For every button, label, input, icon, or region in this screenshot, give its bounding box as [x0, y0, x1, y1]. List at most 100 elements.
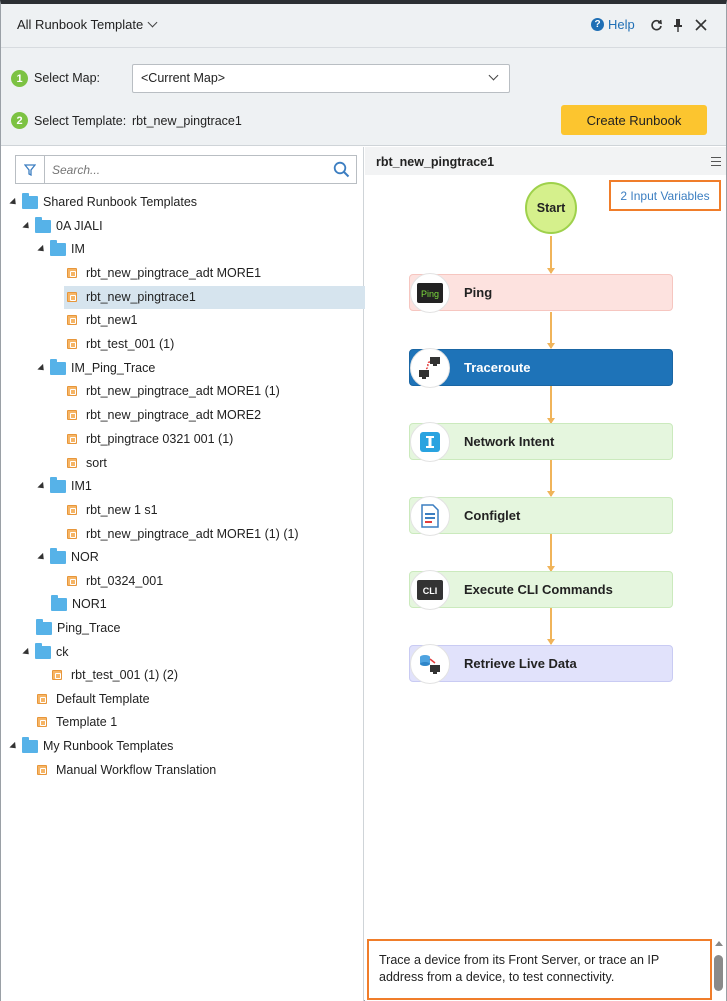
tree-template-item-selected[interactable]: rbt_new_pingtrace1 [64, 286, 380, 309]
scroll-up-icon[interactable] [715, 941, 723, 946]
tree-template-item[interactable]: rbt_new_pingtrace_adt MORE1 (1) (1) [67, 523, 299, 545]
description-scrollbar[interactable] [713, 939, 725, 1001]
tree-folder-ping-trace[interactable]: Ping_Trace [36, 617, 120, 639]
tree-label: Shared Runbook Templates [43, 195, 198, 209]
tree-template-item[interactable]: rbt_new_pingtrace_adt MORE1 [67, 262, 261, 284]
selection-panel: 1 Select Map: <Current Map> 2 Select Tem… [1, 48, 726, 146]
tree-template-item[interactable]: Manual Workflow Translation [37, 759, 216, 781]
select-template-label: Select Template: [34, 114, 127, 128]
flow-connector [547, 460, 555, 497]
tree-label: rbt_0324_001 [86, 574, 164, 588]
tree-label: 0A JIALI [56, 219, 103, 233]
tree-label: rbt_new_pingtrace_adt MORE1 (1) [86, 384, 280, 398]
template-icon [67, 339, 77, 349]
tree-template-item[interactable]: rbt_new_pingtrace_adt MORE2 [67, 404, 261, 426]
start-node[interactable]: Start [525, 182, 577, 234]
flow-node-ping[interactable]: Ping Ping [409, 273, 673, 313]
tree-template-item[interactable]: rbt_pingtrace 0321 001 (1) [67, 428, 233, 450]
template-scope-label: All Runbook Template [17, 17, 144, 32]
flow-node-retrieve-live-data[interactable]: Retrieve Live Data [409, 644, 673, 684]
collapse-triangle-icon[interactable] [9, 741, 19, 751]
template-icon [67, 386, 77, 396]
flow-node-network-intent[interactable]: Network Intent [409, 422, 673, 462]
svg-text:CLI: CLI [423, 586, 438, 596]
tree-template-item[interactable]: Default Template [37, 688, 150, 710]
collapse-triangle-icon[interactable] [9, 197, 19, 207]
flow-node-execute-cli[interactable]: CLI Execute CLI Commands [409, 570, 673, 610]
help-label: Help [608, 17, 635, 32]
tree-template-item[interactable]: rbt_test_001 (1) (2) [52, 664, 178, 686]
pin-icon[interactable] [669, 16, 687, 34]
template-icon [67, 434, 77, 444]
close-icon[interactable] [692, 16, 710, 34]
chevron-down-icon [488, 70, 499, 81]
tree-template-item[interactable]: rbt_test_001 (1) [67, 333, 174, 355]
template-icon [67, 505, 77, 515]
tree-label: Template 1 [56, 715, 118, 729]
tree-template-item[interactable]: rbt_new 1 s1 [67, 499, 158, 521]
tree-folder-shared-runbook-templates[interactable]: Shared Runbook Templates [9, 191, 198, 213]
collapse-triangle-icon[interactable] [37, 244, 47, 254]
search-input[interactable] [52, 156, 322, 183]
svg-text:Ping: Ping [421, 289, 439, 299]
tree-template-item[interactable]: rbt_new1 [67, 309, 137, 331]
tree-label: rbt_new1 [86, 313, 138, 327]
help-link[interactable]: ? Help [591, 17, 635, 32]
tree-label: rbt_new_pingtrace_adt MORE1 (1) (1) [86, 527, 299, 541]
collapse-triangle-icon[interactable] [37, 552, 47, 562]
tree-template-item[interactable]: Template 1 [37, 711, 117, 733]
template-scope-dropdown[interactable]: All Runbook Template [17, 17, 158, 32]
flow-connector [547, 386, 555, 424]
folder-icon [35, 216, 51, 233]
tree-folder-nor[interactable]: NOR [37, 546, 99, 568]
folder-icon [50, 476, 66, 493]
step-1-badge: 1 [11, 70, 28, 87]
tree-label: Default Template [56, 692, 150, 706]
tree-template-item[interactable]: sort [67, 452, 107, 474]
flow-connector [547, 236, 555, 274]
tree-template-item[interactable]: rbt_0324_001 [67, 570, 163, 592]
filter-icon[interactable] [16, 156, 45, 183]
input-variables-link[interactable]: 2 Input Variables [609, 180, 721, 211]
search-box [15, 155, 357, 184]
tree-label: NOR [71, 550, 99, 564]
scroll-thumb[interactable] [714, 955, 723, 991]
collapse-triangle-icon[interactable] [37, 481, 47, 491]
template-icon [52, 670, 62, 680]
tree-template-item[interactable]: rbt_new_pingtrace_adt MORE1 (1) [67, 380, 280, 402]
refresh-icon[interactable] [647, 16, 665, 34]
flow-node-configlet[interactable]: Configlet [409, 496, 673, 536]
collapse-triangle-icon[interactable] [37, 363, 47, 373]
tree-folder-nor1[interactable]: NOR1 [51, 593, 107, 615]
tree-label: sort [86, 456, 107, 470]
template-icon [67, 292, 77, 302]
flow-node-traceroute[interactable]: Traceroute [409, 348, 673, 388]
configlet-icon [410, 496, 450, 536]
collapse-triangle-icon[interactable] [22, 221, 32, 231]
tree-label: IM [71, 242, 85, 256]
tree-folder-0a-jiali[interactable]: 0A JIALI [22, 215, 103, 237]
tree-label: rbt_test_001 (1) [86, 337, 175, 351]
title-bar: All Runbook Template ? Help [1, 4, 726, 48]
create-runbook-button[interactable]: Create Runbook [561, 105, 707, 135]
folder-icon [51, 594, 67, 611]
flow-node-label: Network Intent [464, 434, 555, 449]
folder-icon [22, 192, 38, 209]
tree-folder-im[interactable]: IM [37, 238, 85, 260]
tree-label: rbt_test_001 (1) (2) [71, 668, 178, 682]
tree-folder-im1[interactable]: IM1 [37, 475, 92, 497]
help-icon: ? [591, 18, 604, 31]
template-icon [67, 576, 77, 586]
tree-folder-ck[interactable]: ck [22, 641, 69, 663]
menu-icon[interactable] [711, 157, 721, 166]
tree-folder-im-ping-trace[interactable]: IM_Ping_Trace [37, 357, 155, 379]
tree-label: NOR1 [72, 597, 107, 611]
map-select[interactable]: <Current Map> [132, 64, 510, 93]
tree-folder-my-runbook-templates[interactable]: My Runbook Templates [9, 735, 173, 757]
collapse-triangle-icon[interactable] [22, 647, 32, 657]
template-description: Trace a device from its Front Server, or… [367, 939, 712, 1000]
template-icon [37, 694, 47, 704]
tree-label: rbt_new_pingtrace_adt MORE1 [86, 266, 262, 280]
search-icon[interactable] [333, 161, 350, 181]
